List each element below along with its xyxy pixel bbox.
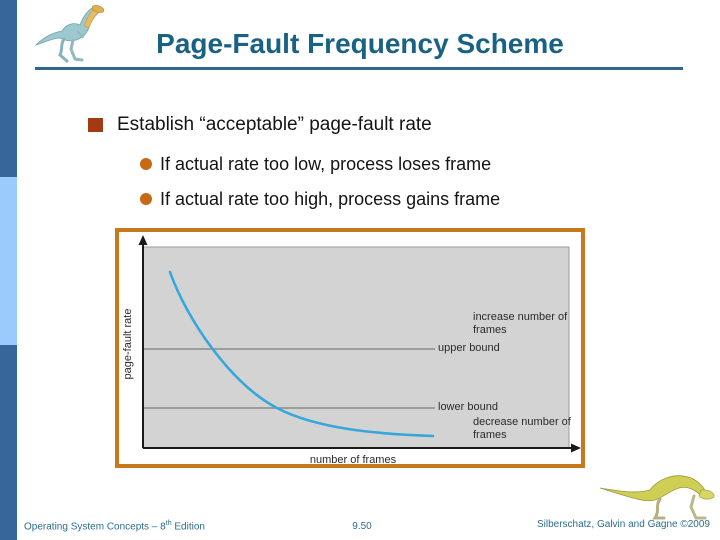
dino-head <box>698 489 715 500</box>
slide-page-number: 9.50 <box>352 521 372 532</box>
edge-bar-bottom-segment <box>0 345 17 540</box>
footer-edition-superscript: th <box>165 520 172 527</box>
x-axis-arrow-icon <box>571 443 581 453</box>
edge-bar-top-segment <box>0 0 17 177</box>
dino-front-leg <box>69 38 84 62</box>
bullet-level2-text: If actual rate too low, process loses fr… <box>160 154 492 174</box>
x-axis-label: number of frames <box>309 454 397 466</box>
dino-front-leg <box>689 494 707 520</box>
y-axis-label: page-fault rate <box>122 308 134 380</box>
plot-area <box>142 246 570 449</box>
footer-authors: Silberschatz, Galvin and Gagne ©2009 <box>536 519 710 530</box>
dino-head <box>91 5 105 13</box>
slide-edge-bar <box>0 0 17 540</box>
lower-bound-label: lower bound <box>438 401 498 413</box>
increase-frames-annotation: increase number of frames <box>473 311 568 336</box>
upper-bound-label: upper bound <box>438 342 500 354</box>
bullet-square-icon <box>88 118 103 132</box>
footer-book-title-prefix: Operating System Concepts – 8 <box>24 521 166 533</box>
footer-book-title: Operating System Concepts – 8th Edition <box>24 520 205 532</box>
dino-body <box>599 475 707 502</box>
title-underline <box>35 67 683 70</box>
bullet-level2-text: If actual rate too high, process gains f… <box>160 189 501 209</box>
y-axis-arrow-icon <box>138 235 148 245</box>
edge-bar-middle-segment <box>0 177 17 345</box>
decrease-frames-annotation: decrease number of frames <box>473 416 571 441</box>
page-fault-frequency-figure: page-fault rate number of frames increas… <box>115 228 585 468</box>
bullet-level1-text: Establish “acceptable” page-fault rate <box>117 114 432 135</box>
dino-back-leg <box>652 497 666 520</box>
figure-plot <box>138 235 581 453</box>
dinosaur-logo-icon <box>34 5 105 63</box>
dino-arm <box>77 31 84 38</box>
page-fault-curve <box>168 270 435 438</box>
dino-back-leg <box>58 37 69 63</box>
bullet-circle-icon <box>140 193 152 205</box>
bullet-circle-icon <box>140 158 152 170</box>
dinosaur-logo-icon <box>599 475 715 520</box>
slide-title: Page-Fault Frequency Scheme <box>156 28 564 59</box>
footer-book-title-suffix: Edition <box>171 521 205 533</box>
